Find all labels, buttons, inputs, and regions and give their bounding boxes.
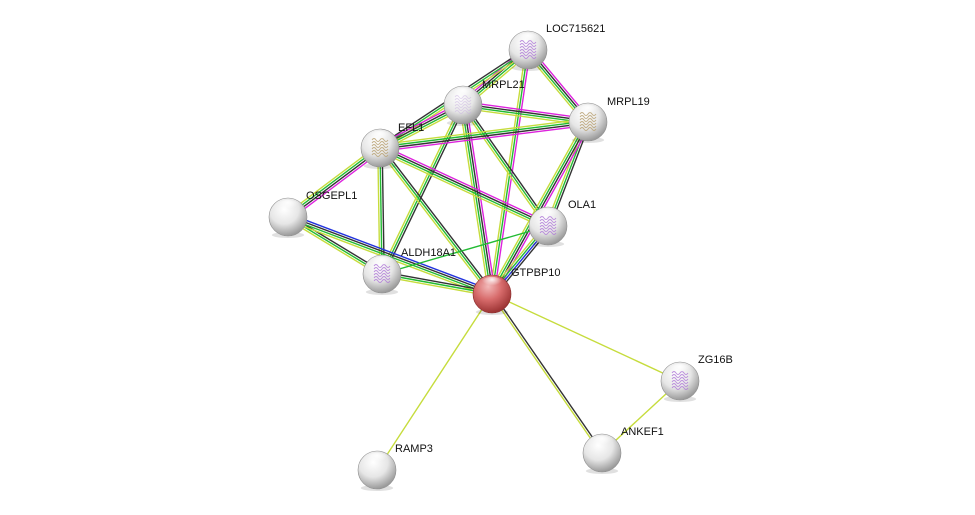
edge-evidence-green <box>381 104 464 275</box>
edge-mrpl21-aldh18a1[interactable] <box>379 103 466 276</box>
edge-mrpl19-efl1[interactable] <box>379 118 589 152</box>
edge-evidence-yellow <box>379 103 462 274</box>
node-loc715621[interactable]: LOC715621 <box>508 23 605 71</box>
edge-evidence-black <box>381 147 385 274</box>
node-highlight <box>516 32 540 47</box>
edge-evidence-yellow <box>491 293 681 382</box>
node-zg16b[interactable]: ZG16B <box>660 354 733 402</box>
node-label: LOC715621 <box>546 23 605 35</box>
node-label: OLA1 <box>568 199 596 211</box>
edge-gtpbp10-zg16b[interactable] <box>491 293 681 382</box>
edge-efl1-ola1[interactable] <box>378 144 550 230</box>
edge-ola1-aldh18a1[interactable] <box>381 225 549 275</box>
edge-evidence-black <box>463 103 589 122</box>
node-ankef1[interactable]: ANKEF1 <box>582 426 664 474</box>
node-gtpbp10[interactable]: GTPBP10 <box>472 267 561 315</box>
node-highlight <box>368 130 392 145</box>
edge-evidence-yellow <box>488 120 586 293</box>
edge-evidence-black <box>381 146 495 294</box>
edge-evidence-magenta <box>289 150 383 221</box>
edge-evidence-yellow <box>377 148 491 296</box>
node-label: MRPL19 <box>607 96 650 108</box>
edge-evidence-yellow <box>376 293 493 471</box>
node-aldh18a1[interactable]: ALDH18A1 <box>362 247 456 295</box>
node-highlight <box>370 256 394 271</box>
edge-evidence-yellow <box>460 105 547 228</box>
edge-evidence-magenta <box>380 124 589 152</box>
edge-evidence-green <box>379 147 493 295</box>
node-highlight <box>480 276 504 291</box>
edge-efl1-gtpbp10[interactable] <box>377 146 495 296</box>
node-mrpl19[interactable]: MRPL19 <box>568 96 650 143</box>
node-efl1[interactable]: EFL1 <box>360 122 424 169</box>
edge-gtpbp10-ankef1[interactable] <box>490 292 604 455</box>
edge-evidence-black <box>464 103 551 226</box>
edge-evidence-green <box>379 148 548 228</box>
node-label: OSGEPL1 <box>306 190 357 202</box>
edge-evidence-yellow <box>378 150 547 230</box>
edge-evidence-yellow <box>490 294 602 455</box>
edge-mrpl21-mrpl19[interactable] <box>462 101 589 126</box>
edge-evidence-black <box>380 122 589 150</box>
node-highlight <box>590 435 614 450</box>
edge-evidence-black <box>380 146 549 226</box>
node-highlight <box>451 87 475 102</box>
edge-evidence-yellow <box>379 118 588 146</box>
edge-evidence-black <box>492 292 604 453</box>
node-highlight <box>536 208 560 223</box>
node-label: MRPL21 <box>482 79 525 91</box>
edge-evidence-green <box>381 225 549 275</box>
edge-gtpbp10-ramp3[interactable] <box>376 293 493 471</box>
node-label: GTPBP10 <box>511 267 561 279</box>
node-highlight <box>276 199 300 214</box>
node-label: RAMP3 <box>395 443 433 455</box>
edge-evidence-black <box>288 215 493 294</box>
node-label: EFL1 <box>398 122 424 134</box>
edge-evidence-green <box>490 121 588 294</box>
edge-evidence-green <box>462 104 549 227</box>
node-ola1[interactable]: OLA1 <box>528 199 596 247</box>
edges-layer <box>285 46 681 471</box>
edge-evidence-yellow <box>285 144 379 215</box>
node-osgepl1[interactable]: OSGEPL1 <box>268 190 357 238</box>
edge-evidence-magenta <box>381 144 550 224</box>
node-label: ALDH18A1 <box>401 247 456 259</box>
edge-evidence-blue <box>288 213 494 292</box>
node-label: ZG16B <box>698 354 733 366</box>
node-label: ANKEF1 <box>621 426 664 438</box>
edge-mrpl21-ola1[interactable] <box>460 103 551 228</box>
nodes-layer: LOC715621MRPL21MRPL19EFL1OSGEPL1OLA1ALDH… <box>268 23 733 491</box>
edge-evidence-black <box>383 105 466 276</box>
node-mrpl21[interactable]: MRPL21 <box>443 79 525 126</box>
edge-evidence-green <box>379 120 588 148</box>
edge-evidence-magenta <box>463 101 589 120</box>
edge-evidence-green <box>462 105 588 124</box>
node-highlight <box>576 104 600 119</box>
node-ramp3[interactable]: RAMP3 <box>357 443 433 491</box>
edge-evidence-yellow <box>462 107 588 126</box>
node-highlight <box>668 363 692 378</box>
node-highlight <box>365 452 389 467</box>
